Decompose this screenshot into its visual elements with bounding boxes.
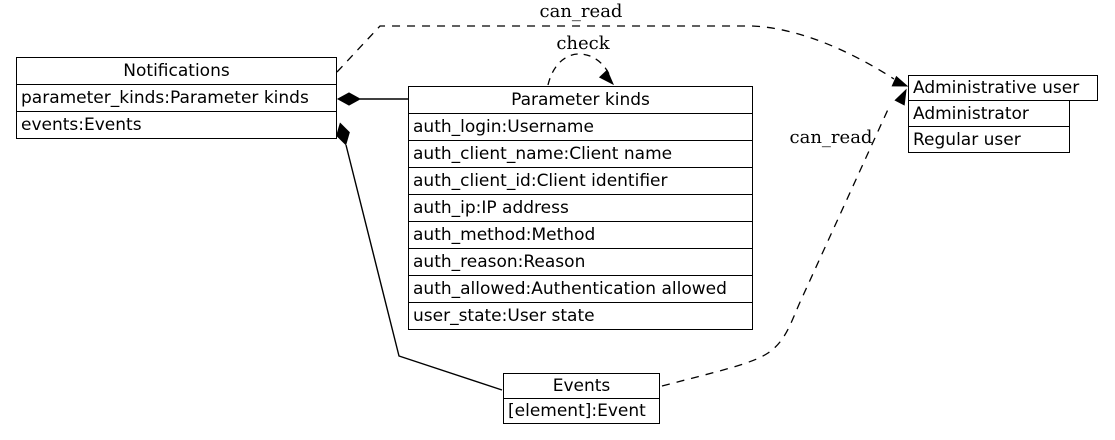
field-regular-user: Regular user xyxy=(908,126,1070,153)
node-parameter-kinds-title: Parameter kinds xyxy=(408,86,753,114)
field-auth-method: auth_method:Method xyxy=(408,221,753,249)
node-notifications: Notifications parameter_kinds:Parameter … xyxy=(16,57,337,139)
edge-composition-events xyxy=(345,144,503,391)
field-auth-ip: auth_ip:IP address xyxy=(408,194,753,222)
node-administrative-user: Administrative user Administrator Regula… xyxy=(908,75,1098,153)
field-auth-reason: auth_reason:Reason xyxy=(408,248,753,276)
arrowhead-check-loop xyxy=(598,69,615,86)
field-element-event: [element]:Event xyxy=(503,398,660,424)
field-auth-client-id: auth_client_id:Client identifier xyxy=(408,167,753,195)
field-administrator: Administrator xyxy=(908,100,1070,127)
field-user-state: user_state:User state xyxy=(408,302,753,330)
field-auth-client-name: auth_client_name:Client name xyxy=(408,140,753,168)
field-parameter-kinds: parameter_kinds:Parameter kinds xyxy=(16,84,337,112)
edge-can-read-events xyxy=(661,104,891,387)
arrowhead-can-read-top xyxy=(891,75,909,87)
edge-label-check: check xyxy=(556,33,610,54)
diamond-parameter-kinds xyxy=(336,92,362,106)
node-parameter-kinds: Parameter kinds auth_login:Username auth… xyxy=(408,86,753,330)
field-auth-allowed: auth_allowed:Authentication allowed xyxy=(408,275,753,303)
diamond-events xyxy=(336,122,350,146)
node-events: Events [element]:Event xyxy=(503,373,660,424)
field-events: events:Events xyxy=(16,111,337,139)
edge-label-can-read-events: can_read xyxy=(789,127,873,148)
node-administrative-user-title: Administrative user xyxy=(908,75,1098,101)
edge-label-can-read-top: can_read xyxy=(539,1,623,22)
edge-check-loop xyxy=(547,53,611,86)
field-auth-login: auth_login:Username xyxy=(408,113,753,141)
node-events-title: Events xyxy=(503,373,660,399)
arrowhead-can-read-events xyxy=(894,88,907,106)
edge-can-read-top xyxy=(336,25,895,80)
node-notifications-title: Notifications xyxy=(16,57,337,85)
